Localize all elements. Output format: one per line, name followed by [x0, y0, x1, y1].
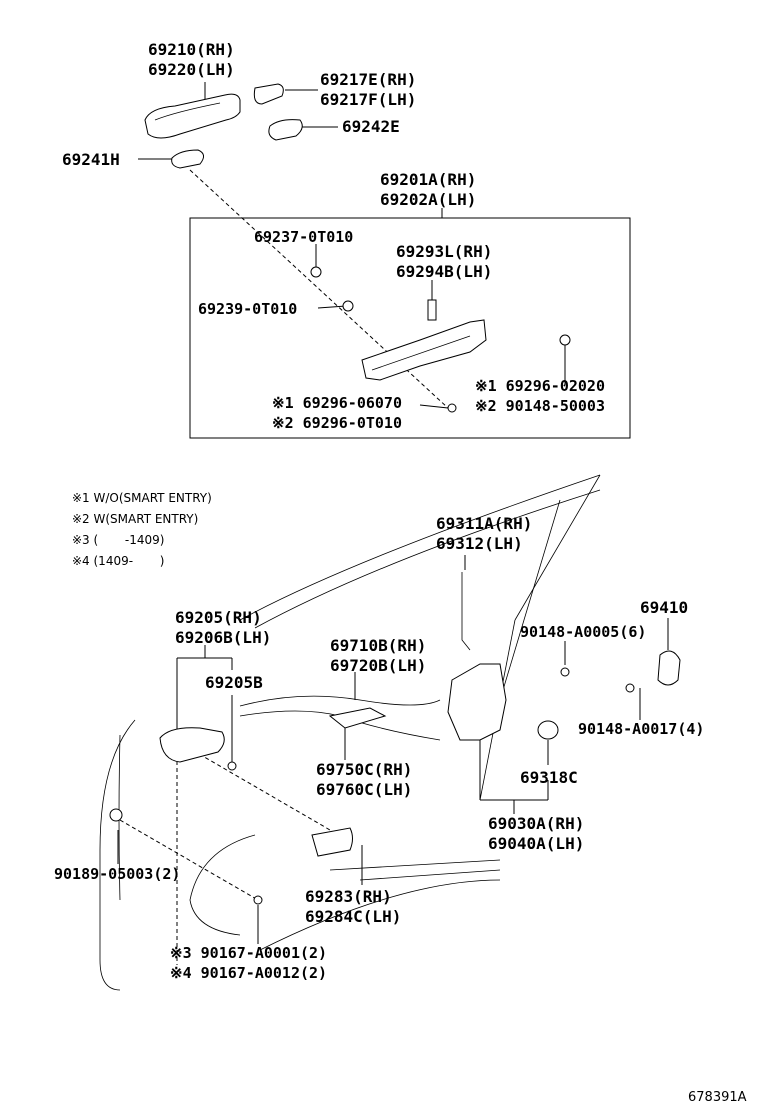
screw	[227, 761, 237, 771]
bolt	[625, 683, 635, 693]
clip	[109, 808, 123, 822]
label-bezel: 69205B	[205, 673, 263, 692]
door-lock	[447, 663, 507, 741]
label-cable-sub: 69750C(RH) 69760C(LH)	[316, 760, 413, 799]
label-screw-left: ※1 69296-06070 ※2 69296-0T010	[272, 394, 402, 432]
handle-frame	[310, 266, 571, 413]
label-handle-cover: 69283(RH) 69284C(LH)	[305, 887, 402, 926]
handle-gasket-part	[171, 149, 204, 169]
striker-part	[657, 650, 681, 686]
note-2: ※2 W(SMART ENTRY)	[72, 512, 199, 526]
label-pad: 69237-0T010	[254, 228, 354, 246]
label-gasket: 69242E	[342, 117, 400, 136]
note-1: ※1 W/O(SMART ENTRY)	[72, 491, 212, 505]
label-striker: 69410	[640, 598, 689, 617]
label-lock-rod: 69311A(RH) 69312(LH)	[436, 514, 533, 553]
label-bolt-top: 90148-A0005(6)	[520, 623, 647, 641]
label-outer-handle: 69210(RH) 69220(LH)	[148, 40, 235, 79]
assembly-box	[189, 217, 631, 439]
label-seal: 69318C	[520, 768, 578, 787]
bolt	[560, 667, 570, 677]
cables	[239, 695, 441, 741]
label-door-lock: 69030A(RH) 69040A(LH)	[488, 814, 585, 853]
note-3: ※3 ( -1409)	[72, 533, 165, 547]
label-clip: 90189-05003(2)	[54, 865, 181, 883]
cap-part	[253, 83, 284, 105]
label-screw-bottom: ※3 90167-A0001(2) ※4 90167-A0012(2)	[170, 944, 328, 982]
screw	[253, 895, 263, 905]
label-pad2: 69239-0T010	[198, 300, 298, 318]
dashed-lines	[119, 169, 449, 965]
handle-cover	[311, 827, 353, 857]
label-cable: 69710B(RH) 69720B(LH)	[330, 636, 427, 675]
figure-code: 678391A	[688, 1090, 747, 1105]
label-bolt-striker: 90148-A0017(4)	[578, 720, 705, 738]
leader-lines	[117, 82, 669, 944]
label-handle-gasket: 69241H	[62, 150, 120, 169]
lock-rod	[461, 572, 471, 651]
label-screw-right: ※1 69296-02020 ※2 90148-50003	[475, 377, 605, 415]
gasket-part	[268, 119, 303, 141]
note-4: ※4 (1409- )	[72, 554, 165, 568]
label-cap: 69217E(RH) 69217F(LH)	[320, 70, 417, 109]
label-frame-assembly: 69201A(RH) 69202A(LH)	[380, 170, 477, 209]
inner-handle	[159, 727, 225, 763]
label-cover: 69293L(RH) 69294B(LH)	[396, 242, 493, 281]
label-inner-handle: 69205(RH) 69206B(LH)	[175, 608, 272, 647]
seal-part	[537, 720, 559, 740]
outer-handle	[144, 93, 241, 139]
